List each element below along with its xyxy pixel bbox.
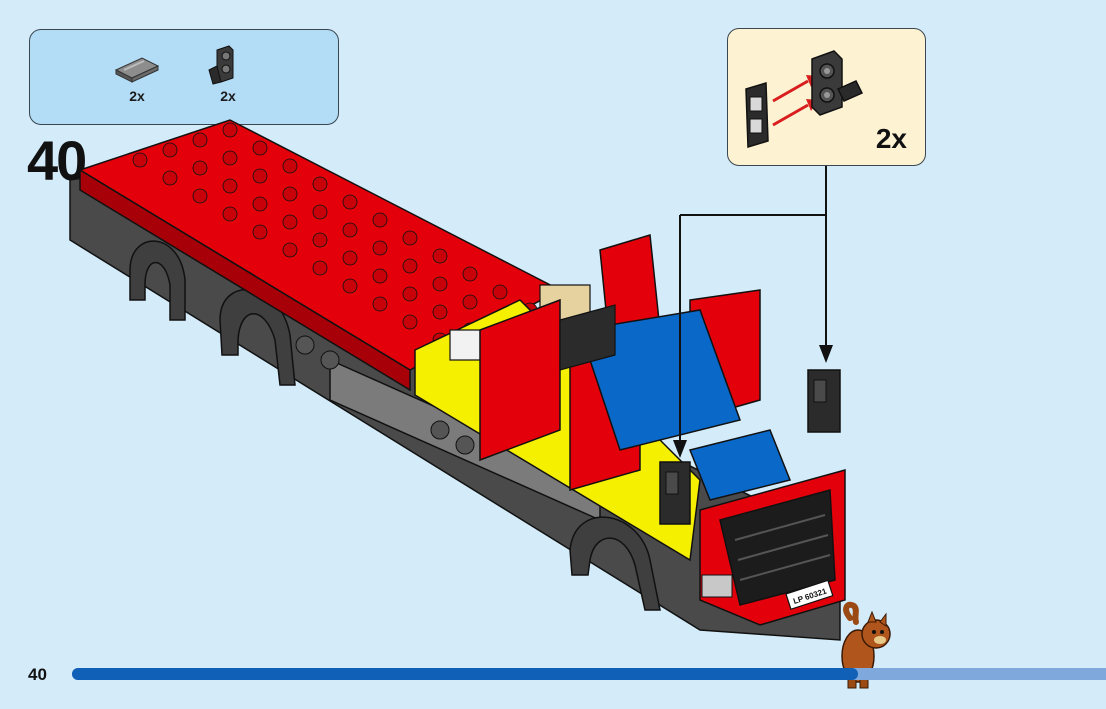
callout-quantity: 2x <box>876 123 907 155</box>
sub-assembly-callout: 2x <box>727 28 926 166</box>
bracket-face <box>666 472 678 494</box>
connector-peg <box>431 421 449 439</box>
progress-bar-fill <box>72 668 858 680</box>
black-tile-icon <box>746 83 768 147</box>
connector-peg <box>296 336 314 354</box>
black-bracket-icon <box>812 51 862 115</box>
arrow-head-icon <box>819 345 833 363</box>
page-number: 40 <box>28 665 47 685</box>
headlight <box>702 575 732 597</box>
bracket-face <box>814 380 826 402</box>
connector-peg <box>321 351 339 369</box>
connector-peg <box>456 436 474 454</box>
progress-bar <box>72 668 1106 680</box>
